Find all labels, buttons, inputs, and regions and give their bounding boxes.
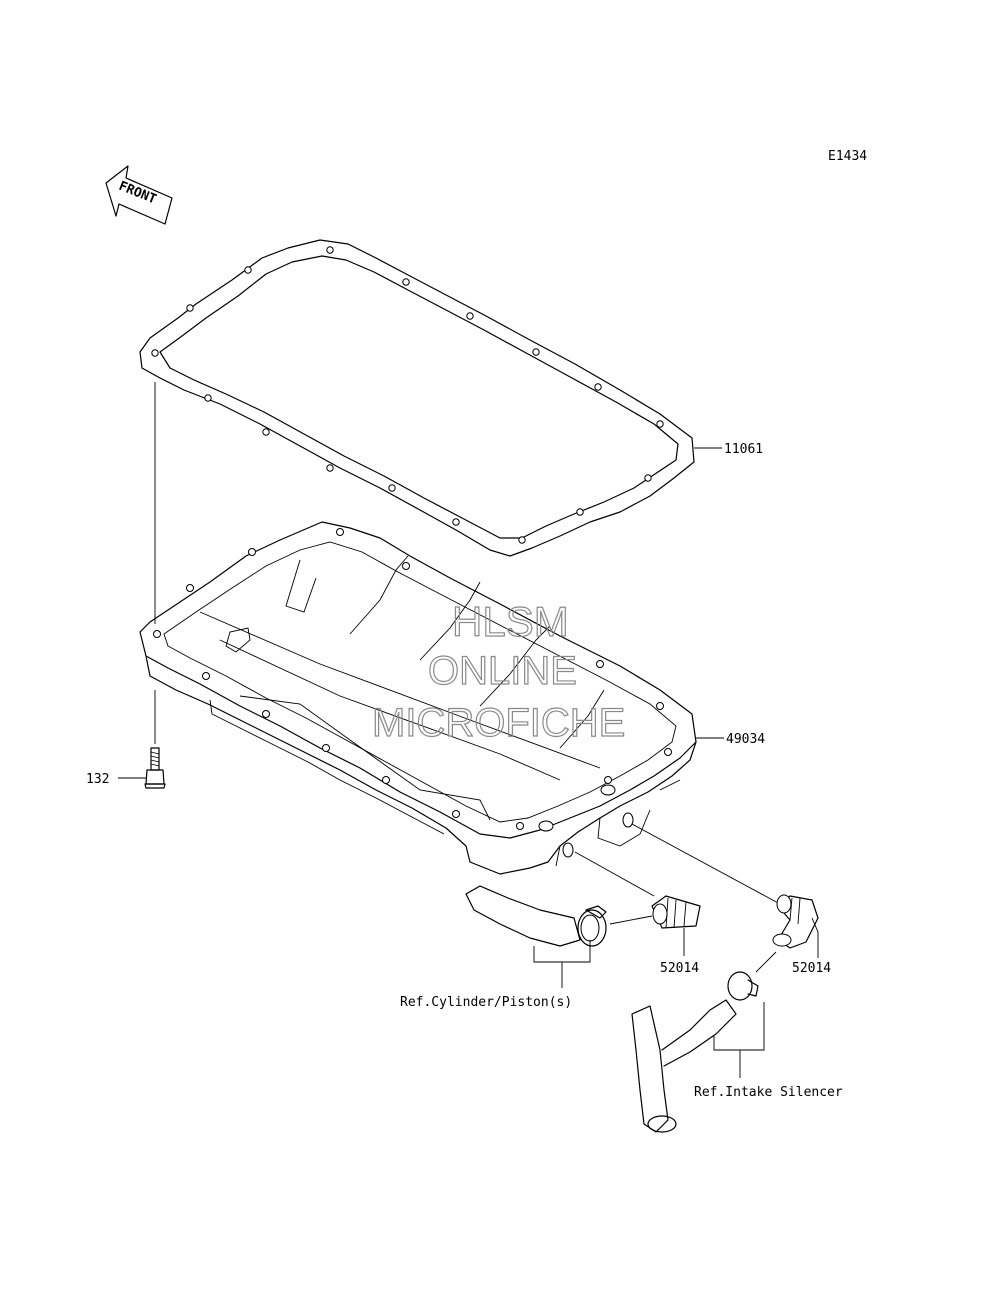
leader-fitting-right-clamp — [755, 951, 777, 973]
watermark-line2: ONLINE — [428, 649, 577, 693]
leader-port-left — [574, 851, 655, 897]
label-fitting-right: 52014 — [792, 961, 831, 976]
front-arrow-icon: FRONT — [105, 165, 173, 225]
oil-pan-gasket — [139, 239, 695, 557]
intake-clamp — [727, 971, 759, 1001]
oil-pan — [139, 521, 697, 875]
bolt — [144, 747, 166, 789]
leader-fitting-left-hose — [609, 915, 653, 925]
bracket-intake-ref — [713, 1002, 765, 1078]
label-oil-pan: 49034 — [726, 732, 765, 747]
label-bolt: 132 — [86, 772, 109, 787]
cylinder-hose — [465, 885, 607, 947]
leader-fitting-right — [811, 917, 819, 958]
ref-intake: Ref.Intake Silencer — [694, 1085, 843, 1100]
watermark: HLSM ONLINE MICROFICHE — [371, 597, 626, 745]
fitting-left — [651, 895, 701, 929]
label-gasket: 11061 — [724, 442, 763, 457]
diagram-id: E1434 — [828, 149, 867, 164]
bracket-cylinder-ref — [533, 940, 591, 988]
label-fitting-left: 52014 — [660, 961, 699, 976]
watermark-line1: HLSM — [452, 598, 569, 645]
watermark-line3: MICROFICHE — [372, 701, 625, 745]
ref-cylinder: Ref.Cylinder/Piston(s) — [400, 995, 572, 1010]
leader-port-right — [631, 823, 781, 905]
intake-hose — [631, 999, 737, 1133]
fitting-right — [772, 894, 819, 949]
